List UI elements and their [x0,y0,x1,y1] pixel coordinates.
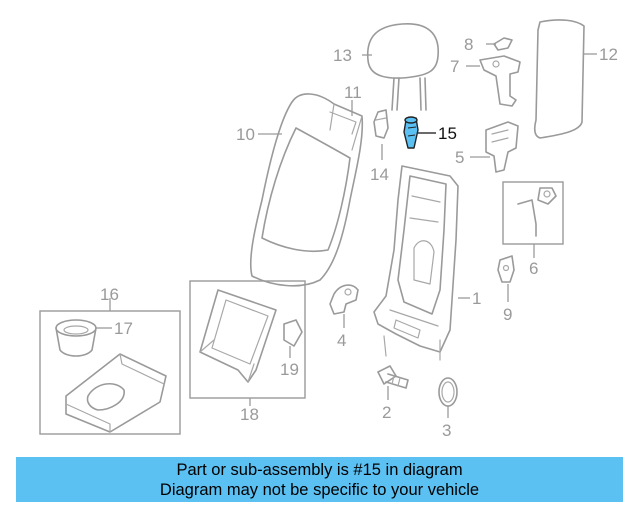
part-18-frame[interactable] [199,289,277,383]
callout-5: 5 [455,148,464,167]
part-17-cup-holder[interactable] [55,319,97,357]
part-9-bracket[interactable] [497,255,515,283]
part-6-box [502,181,564,245]
callout-labels: 13 11 10 14 15 8 7 5 12 6 9 1 4 17 16 19… [100,35,618,440]
part-5-latch[interactable] [485,121,519,173]
part-13-headrest[interactable] [366,23,439,111]
callout-2: 2 [382,403,391,422]
part-6-wire-bracket[interactable] [517,187,557,237]
part-3-ring[interactable] [438,377,458,407]
callout-10: 10 [236,125,255,144]
part-15-guide-sleeve[interactable] [403,116,419,149]
part-19-clip[interactable] [283,319,303,347]
part-8-clip[interactable] [493,37,513,51]
part-11-cover[interactable] [329,111,357,135]
part-12-panel[interactable] [534,19,585,139]
part-7-bracket[interactable] [479,55,521,107]
callout-16: 16 [100,285,119,304]
part-14-guide[interactable] [373,109,389,139]
callout-4: 4 [337,331,346,350]
callout-9: 9 [503,305,512,324]
part-info-banner: Part or sub-assembly is #15 in diagram D… [16,457,623,502]
callout-19: 19 [280,360,299,379]
parts-diagram: 13 11 10 14 15 8 7 5 12 6 9 1 4 17 16 19… [39,19,618,440]
callout-6: 6 [529,259,538,278]
caption-line-1: Part or sub-assembly is #15 in diagram [176,461,463,479]
callout-1: 1 [472,289,481,308]
callout-18: 18 [240,405,259,424]
part-4-hook[interactable] [329,284,359,315]
callout-3: 3 [442,421,451,440]
callout-17: 17 [114,319,133,338]
part-16-armrest[interactable] [65,353,167,433]
callout-11: 11 [344,83,362,102]
part-10-seat-back[interactable] [249,93,364,287]
caption-line-2: Diagram may not be specific to your vehi… [159,481,480,499]
part-2-bolt[interactable] [377,365,409,389]
callout-13: 13 [333,46,352,65]
callout-15: 15 [438,124,457,143]
part-18-box [189,280,306,399]
part-1-seat-frame[interactable] [373,165,459,361]
callout-8: 8 [464,35,473,54]
callout-12: 12 [599,45,618,64]
leader-lines [96,43,597,418]
callout-7: 7 [450,57,459,76]
callout-14: 14 [370,165,389,184]
